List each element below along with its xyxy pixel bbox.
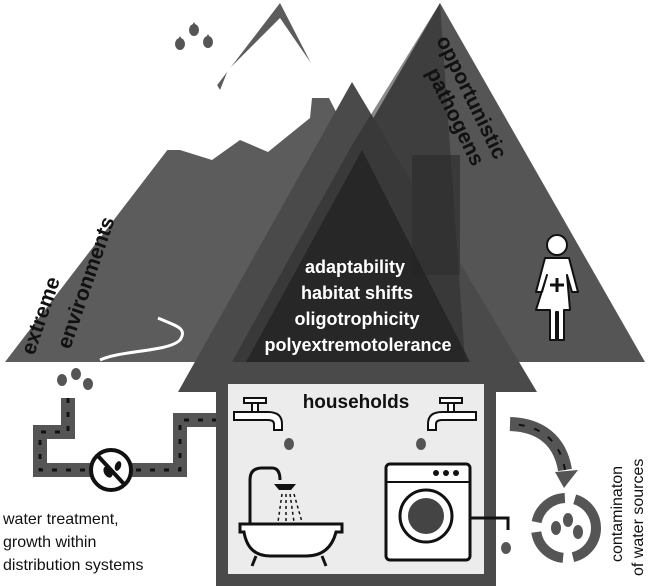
treatment-line-2: growth within bbox=[3, 534, 96, 551]
label-contamination: contaminaton of water sources bbox=[609, 459, 647, 576]
drops-top-icon bbox=[175, 22, 213, 50]
house-body bbox=[216, 372, 511, 586]
distribution-pipe bbox=[33, 368, 232, 492]
trait-habitat-shifts: habitat shifts bbox=[301, 283, 413, 303]
label-water-treatment: water treatment, growth within distribut… bbox=[2, 511, 144, 574]
contam-line-1: contaminaton bbox=[609, 466, 626, 562]
treatment-line-1: water treatment, bbox=[2, 511, 119, 528]
label-households: households bbox=[303, 392, 410, 413]
overlap-core bbox=[246, 150, 470, 362]
bathtub-icon bbox=[238, 466, 344, 567]
trait-oligotrophicity: oligotrophicity bbox=[295, 309, 420, 329]
contamination-cycle-icon bbox=[509, 417, 601, 563]
drops-pipe-icon bbox=[57, 368, 93, 390]
trait-polyextremotolerance: polyextremotolerance bbox=[264, 335, 451, 355]
faucet-left-icon bbox=[233, 397, 294, 450]
bacteria-prohibited-icon bbox=[89, 448, 133, 492]
treatment-line-3: distribution systems bbox=[3, 557, 144, 574]
center-traits: adaptability habitat shifts oligotrophic… bbox=[264, 257, 451, 355]
patient-icon bbox=[535, 234, 579, 341]
trait-adaptability: adaptability bbox=[305, 257, 405, 277]
contam-line-2: of water sources bbox=[630, 459, 647, 576]
snow-cap bbox=[130, 18, 335, 160]
river bbox=[99, 316, 184, 362]
washing-machine-icon bbox=[384, 462, 511, 562]
faucet-right-icon bbox=[416, 397, 477, 450]
